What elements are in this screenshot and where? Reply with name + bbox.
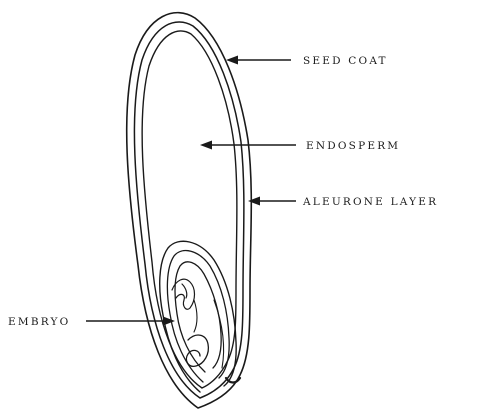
seed-coat-arrowhead [226, 56, 238, 65]
embryo-inner-outline [175, 262, 221, 372]
aleurone-layer-pointer [248, 197, 296, 206]
radicle [186, 335, 208, 366]
endosperm-arrowhead [200, 141, 212, 150]
seed-outline [127, 13, 252, 408]
seed-coat-label: SEED COAT [303, 55, 388, 67]
embryo-arrowhead [163, 317, 175, 326]
embryo-label: EMBRYO [8, 316, 70, 328]
endosperm-label: ENDOSPERM [306, 140, 400, 152]
coleoptile-trace [194, 300, 197, 332]
aleurone-layer-label: ALEURONE LAYER [302, 196, 438, 208]
aleurone-arrowhead [248, 197, 260, 206]
embryo [160, 241, 240, 392]
seed-coat-pointer [226, 56, 291, 65]
aleurone-layer-outline [134, 22, 243, 398]
